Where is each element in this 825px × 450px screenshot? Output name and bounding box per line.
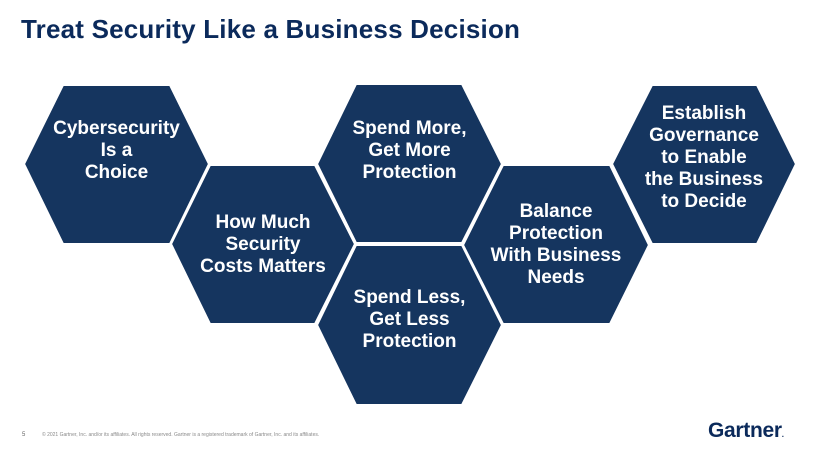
hexagon-spend-less-label: Spend Less, Get Less Protection — [353, 287, 466, 352]
gartner-logo: Gartner. — [708, 419, 784, 443]
hexagon-governance — [610, 84, 798, 245]
hexagon-balance-label: Balance Protection With Business Needs — [490, 200, 622, 288]
hexagon-spend-more — [315, 83, 504, 244]
copyright-notice: © 2021 Gartner, Inc. and/or its affiliat… — [42, 432, 320, 438]
hexagon-governance-label: Establish Governance to Enable the Busin… — [644, 102, 764, 212]
slide-title: Treat Security Like a Business Decision — [21, 14, 521, 44]
hexagon-choice-label: Cybersecurity Is a Choice — [53, 117, 180, 183]
page-number: 5 — [22, 432, 26, 438]
hexagon-costs-label: How Much Security Costs Matters — [200, 211, 326, 277]
logo-text: Gartner — [708, 419, 782, 442]
logo-mark: . — [781, 430, 784, 439]
hexagon-spend-more-label: Spend More, Get More Protection — [352, 117, 467, 183]
hexagon-costs — [169, 164, 357, 325]
hexagon-balance — [461, 164, 651, 325]
